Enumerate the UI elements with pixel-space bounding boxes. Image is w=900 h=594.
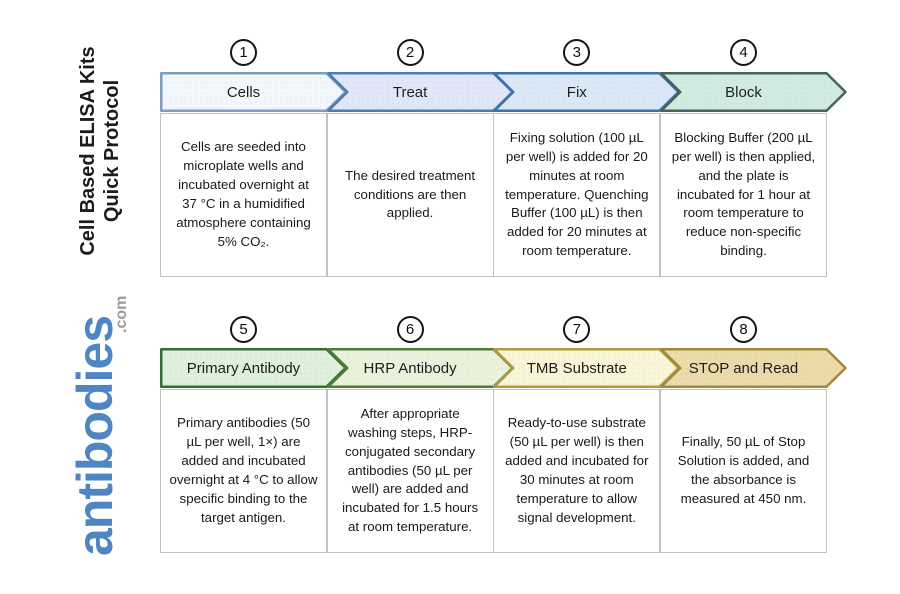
step-number: 1 — [239, 44, 248, 61]
step-number-badge: 3 — [563, 39, 591, 66]
step-number: 4 — [739, 44, 748, 61]
step-number: 7 — [572, 321, 581, 338]
arrow-texture — [494, 73, 679, 111]
arrow-texture — [327, 73, 513, 111]
step-banner-arrow: HRP Antibody — [326, 348, 515, 388]
arrow-texture — [661, 73, 846, 111]
step-title: Treat — [392, 83, 428, 101]
step-8-stop-and-read: 8 STOP and Read Finally, 50 µL of Stop S… — [660, 0, 848, 594]
step-3-fix: 3 Fix Fixing solution (100 µL per well) … — [493, 0, 681, 594]
step-description: After appropriate washing steps, HRP-con… — [342, 405, 479, 535]
step-banner-arrow: Treat — [326, 72, 515, 112]
step-banner-arrow: Block — [660, 72, 848, 112]
page-title-line2: Quick Protocol — [100, 79, 123, 223]
step-number-badge: 6 — [396, 316, 424, 343]
step-number-badge: 2 — [396, 39, 424, 66]
step-description-box: Fixing solution (100 µL per well) is add… — [493, 113, 661, 277]
step-number: 3 — [572, 44, 581, 61]
step-description: Blocking Buffer (200 µL per well) is the… — [671, 129, 816, 259]
arrow-texture — [661, 349, 846, 387]
step-number-badge: 7 — [563, 316, 591, 343]
page-title: Cell Based ELISA Kits Quick Protocol — [77, 36, 127, 266]
step-title: STOP and Read — [688, 359, 799, 377]
arrow-texture — [327, 349, 513, 387]
step-banner-arrow: Fix — [493, 72, 681, 112]
step-title: Primary Antibody — [186, 359, 301, 377]
step-description-box: Primary antibodies (50 µL per well, 1×) … — [160, 389, 327, 553]
arrow-texture — [161, 73, 346, 111]
step-number-badge: 5 — [230, 316, 257, 343]
step-number-badge: 8 — [730, 316, 757, 343]
step-description: Finally, 50 µL of Stop Solution is added… — [677, 434, 810, 506]
step-7-tmb-substrate: 7 TMB Substrate Ready-to-use substrate (… — [493, 0, 681, 594]
step-number: 2 — [405, 44, 415, 61]
step-number: 6 — [405, 321, 415, 338]
step-number-badge: 4 — [730, 39, 757, 66]
step-banner-arrow: Cells — [160, 72, 348, 112]
step-banner-arrow: STOP and Read — [660, 348, 848, 388]
step-title: Cells — [226, 83, 261, 101]
page-title-line1: Cell Based ELISA Kits — [77, 46, 99, 256]
step-banner-arrow: TMB Substrate — [493, 348, 681, 388]
step-5-primary-antibody: 5 Primary Antibody Primary antibodies (5… — [160, 0, 348, 594]
step-description: The desired treatment conditions are the… — [345, 167, 476, 221]
brand-logo-suffix: .com — [113, 295, 130, 333]
step-title: HRP Antibody — [363, 359, 457, 377]
step-description-box: Cells are seeded into microplate wells a… — [160, 113, 327, 277]
step-number: 8 — [739, 321, 748, 338]
step-description: Cells are seeded into microplate wells a… — [176, 139, 311, 249]
step-description-box: Ready-to-use substrate (50 µL per well) … — [493, 389, 661, 553]
arrow-texture — [494, 349, 679, 387]
step-description: Ready-to-use substrate (50 µL per well) … — [505, 415, 649, 525]
step-title: TMB Substrate — [526, 359, 627, 377]
step-banner-arrow: Primary Antibody — [160, 348, 348, 388]
step-1-cells: 1 Cells Cells are seeded into microplate… — [160, 0, 348, 594]
step-description-box: Finally, 50 µL of Stop Solution is added… — [660, 389, 827, 553]
step-description-box: The desired treatment conditions are the… — [326, 113, 494, 277]
step-description-box: Blocking Buffer (200 µL per well) is the… — [660, 113, 827, 277]
step-description-box: After appropriate washing steps, HRP-con… — [326, 389, 494, 553]
step-title: Block — [725, 83, 762, 101]
step-number: 5 — [239, 321, 248, 338]
step-4-block: 4 Block Blocking Buffer (200 µL per well… — [660, 0, 848, 594]
step-description: Primary antibodies (50 µL per well, 1×) … — [169, 415, 318, 525]
step-description: Fixing solution (100 µL per well) is add… — [505, 129, 649, 259]
step-6-hrp-antibody: 6 HRP Antibody After appropriate washing… — [326, 0, 515, 594]
arrow-texture — [161, 349, 346, 387]
step-2-treat: 2 Treat The desired treatment conditions… — [326, 0, 515, 594]
step-number-badge: 1 — [230, 39, 257, 66]
step-title: Fix — [566, 83, 587, 101]
